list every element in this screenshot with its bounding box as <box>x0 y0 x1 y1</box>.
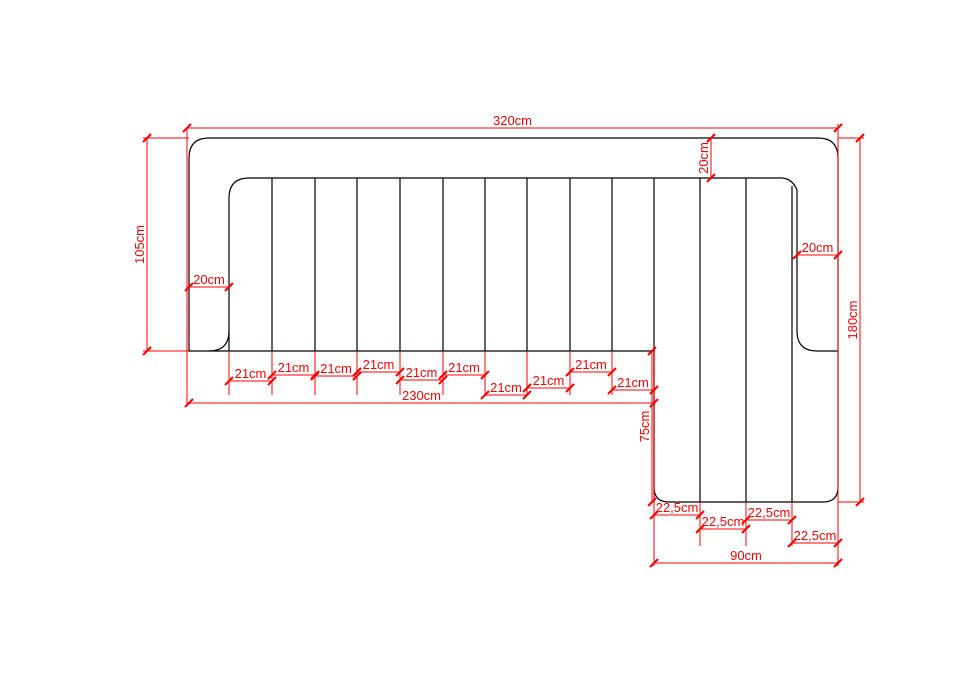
dimension-tick <box>855 133 865 143</box>
dimension-tick <box>706 133 716 143</box>
dimension-tick <box>741 515 751 525</box>
dimension-tick <box>224 282 234 292</box>
dimension-label: 21cm <box>320 361 352 376</box>
dimension-tick <box>182 123 192 133</box>
dimension-chaise-cushion-width: 22,5cm <box>741 505 797 525</box>
dimension-seat-width: 21cm <box>607 375 659 395</box>
dimension-total-length: 180cm <box>845 133 865 507</box>
dimension-tick <box>522 390 532 400</box>
dimension-tick <box>352 371 362 381</box>
dimension-label: 21cm <box>617 375 649 390</box>
dimension-tick <box>480 390 490 400</box>
dimension-tick <box>833 558 843 568</box>
dimension-chaise-cushion-width: 22,5cm <box>695 514 751 534</box>
dimension-label: 180cm <box>845 300 860 339</box>
dimension-back-depth: 20cm <box>696 133 716 183</box>
dimension-label: 20cm <box>193 272 225 287</box>
dimension-tick <box>649 385 659 395</box>
dimension-tick <box>184 282 194 292</box>
dimension-chaise-cushion-width: 22,5cm <box>649 500 705 520</box>
dimension-tick <box>395 367 405 377</box>
dimension-tick <box>352 367 362 377</box>
dimension-tick <box>695 524 705 534</box>
dimension-tick <box>142 346 152 356</box>
dimension-seat-width: 21cm <box>224 366 277 386</box>
dimension-tick <box>184 398 194 408</box>
dimension-tick <box>695 510 705 520</box>
dimension-tick <box>647 346 657 356</box>
dimension-left-arm: 20cm <box>184 272 234 292</box>
dimension-tick <box>792 250 802 260</box>
dimension-label: 21cm <box>490 380 522 395</box>
dimension-seat-width: 21cm <box>310 361 362 381</box>
dimension-tick <box>565 383 575 393</box>
dimension-label: 230cm <box>402 388 441 403</box>
dimension-seat-width: 21cm <box>438 360 490 380</box>
dimension-label: 20cm <box>802 240 834 255</box>
dimension-seat-width: 21cm <box>352 357 405 377</box>
dimension-tick <box>706 173 716 183</box>
dimension-label: 22,5cm <box>748 505 791 520</box>
dimension-total-width: 320cm <box>182 113 843 133</box>
dimension-left-depth: 105cm <box>132 133 152 356</box>
cushion-lines <box>271 178 747 502</box>
dimension-tick <box>607 367 617 377</box>
dimension-tick <box>649 510 659 520</box>
dimension-tick <box>224 376 234 386</box>
dimension-tick <box>267 370 277 380</box>
dimension-tick <box>787 515 797 525</box>
dimension-label: 22,5cm <box>794 528 837 543</box>
dimension-tick <box>649 398 659 408</box>
dimension-tick <box>855 497 865 507</box>
dimension-label: 21cm <box>278 360 310 375</box>
dimension-seat-width: 21cm <box>522 373 575 393</box>
dimension-tick <box>741 524 751 534</box>
dimension-left-section-width: 230cm <box>184 388 659 408</box>
dimension-seat-width: 21cm <box>267 360 320 380</box>
dimension-label: 105cm <box>132 225 147 264</box>
dimension-label: 21cm <box>448 360 480 375</box>
dimension-label: 75cm <box>637 411 652 443</box>
dimension-chaise-width: 90cm <box>649 548 843 568</box>
dimension-tick <box>649 558 659 568</box>
dimension-label: 21cm <box>406 365 438 380</box>
dimension-label: 21cm <box>363 357 395 372</box>
dimension-tick <box>647 497 657 507</box>
dimension-tick <box>267 376 277 386</box>
dimension-label: 22,5cm <box>656 500 699 515</box>
dimension-chaise-cushion-width: 22,5cm <box>787 528 843 548</box>
dimension-tick <box>833 538 843 548</box>
dimension-label: 90cm <box>730 548 762 563</box>
dimension-tick <box>395 375 405 385</box>
dimension-label: 22,5cm <box>702 514 745 529</box>
dimension-annotations: 320cm 105cm 20cm 20cm 20cm 180cm 21cm 21cm 21cm 2… <box>132 113 865 568</box>
dimension-label: 320cm <box>493 113 532 128</box>
dimension-label: 21cm <box>533 373 565 388</box>
dimension-right-arm: 20cm <box>792 240 843 260</box>
dimension-tick <box>607 385 617 395</box>
dimension-tick <box>522 383 532 393</box>
left-armrest-inner <box>228 177 838 352</box>
left-arm-curve <box>208 330 230 352</box>
dimension-seat-width: 21cm <box>565 357 617 377</box>
dimension-label: 21cm <box>235 366 267 381</box>
dimension-tick <box>142 133 152 143</box>
dimension-tick <box>833 250 843 260</box>
dimension-tick <box>480 370 490 380</box>
dimension-tick <box>787 538 797 548</box>
sofa-outline <box>188 137 839 503</box>
outer-contour <box>188 137 839 503</box>
dimension-label: 20cm <box>696 142 711 174</box>
dimension-tick <box>438 370 448 380</box>
dimension-tick <box>438 375 448 385</box>
dimension-tick <box>565 367 575 377</box>
dimension-label: 21cm <box>575 357 607 372</box>
dimension-seat-width: 21cm <box>395 365 448 385</box>
dimension-chaise-extension: 75cm <box>637 346 657 507</box>
dimension-tick <box>833 123 843 133</box>
dimension-seat-width: 21cm <box>480 380 532 400</box>
dimension-tick <box>310 371 320 381</box>
